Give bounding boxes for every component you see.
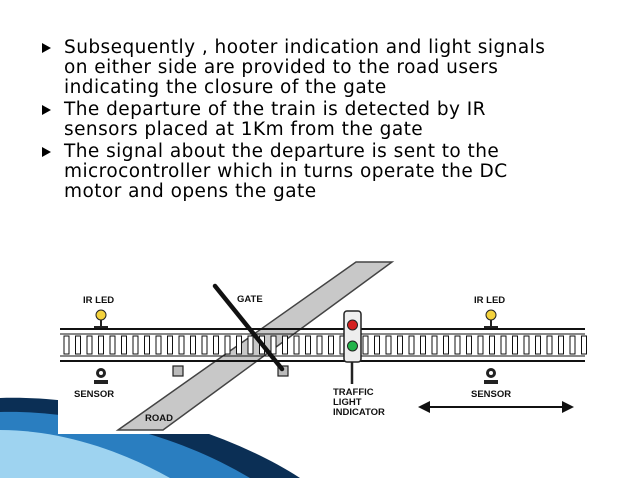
sleeper <box>535 335 541 355</box>
traffic-label-line1: TRAFFIC <box>333 387 374 398</box>
sleeper <box>236 335 242 355</box>
sleeper <box>167 335 173 355</box>
sleeper <box>155 335 162 355</box>
sleeper <box>385 335 392 355</box>
gate-barrier-icon <box>212 283 285 372</box>
gate-label: GATE <box>237 294 263 305</box>
sleeper <box>98 335 104 355</box>
bullet-list: Subsequently , hooter indication and lig… <box>36 38 616 204</box>
sensor-left-label: SENSOR <box>74 389 114 400</box>
sensor-right-icon <box>484 368 498 384</box>
sleeper <box>328 335 334 355</box>
road-shape <box>115 261 395 431</box>
sleeper <box>86 335 93 355</box>
bullet-text: Subsequently , hooter indication and lig… <box>64 37 546 98</box>
sleeper <box>63 335 70 355</box>
traffic-light-icon <box>343 310 362 384</box>
sleeper <box>247 335 254 355</box>
sleeper <box>489 335 495 355</box>
sleeper <box>454 335 461 355</box>
distance-double-arrow-icon <box>418 401 574 413</box>
sleeper <box>569 335 576 355</box>
ir-led-left-icon <box>94 309 108 328</box>
sleeper <box>293 335 300 355</box>
sleeper <box>523 335 530 355</box>
bullet-arrow-icon <box>42 43 51 53</box>
sleeper <box>512 335 518 355</box>
red-light-icon <box>347 319 358 331</box>
gate-post-left-icon <box>172 365 184 377</box>
sleeper <box>466 335 472 355</box>
sleeper <box>121 335 127 355</box>
green-light-icon <box>347 340 358 352</box>
sleeper <box>316 335 323 355</box>
sleepers <box>63 335 587 355</box>
road-label: ROAD <box>145 413 173 424</box>
sleeper <box>408 335 415 355</box>
traffic-label-line2: LIGHT <box>333 397 362 408</box>
sleeper <box>362 335 369 355</box>
sleeper <box>270 335 277 355</box>
bullet-item: Subsequently , hooter indication and lig… <box>36 38 616 98</box>
sleeper <box>374 335 380 355</box>
bullet-arrow-icon <box>42 147 51 157</box>
bullet-arrow-icon <box>42 105 51 115</box>
bullet-text: The departure of the train is detected b… <box>64 99 486 140</box>
swoosh-light <box>0 430 170 478</box>
sleeper <box>213 335 219 355</box>
ir-led-right-label: IR LED <box>474 295 505 306</box>
traffic-label-line3: INDICATOR <box>333 407 385 418</box>
sleeper <box>224 335 231 355</box>
sleeper <box>201 335 208 355</box>
sleeper <box>477 335 484 355</box>
sleeper <box>144 335 150 355</box>
sleeper <box>397 335 403 355</box>
bullet-text: The signal about the departure is sent t… <box>64 141 508 202</box>
ir-led-left-label: IR LED <box>83 295 114 306</box>
sleeper <box>132 335 139 355</box>
sleeper <box>431 335 438 355</box>
sleeper <box>443 335 449 355</box>
sensor-right-label: SENSOR <box>471 389 511 400</box>
sleeper <box>178 335 185 355</box>
sleeper <box>546 335 553 355</box>
sleeper <box>190 335 196 355</box>
sleeper <box>109 335 116 355</box>
ir-led-right-icon <box>484 309 498 328</box>
bullet-item: The departure of the train is detected b… <box>36 100 616 140</box>
sleeper <box>282 335 288 355</box>
bullet-item: The signal about the departure is sent t… <box>36 142 616 202</box>
sleeper <box>420 335 426 355</box>
sleeper <box>305 335 311 355</box>
sleeper <box>500 335 507 355</box>
sleeper <box>75 335 81 355</box>
sleeper <box>558 335 564 355</box>
sensor-left-icon <box>94 368 108 384</box>
sleeper <box>581 335 587 355</box>
